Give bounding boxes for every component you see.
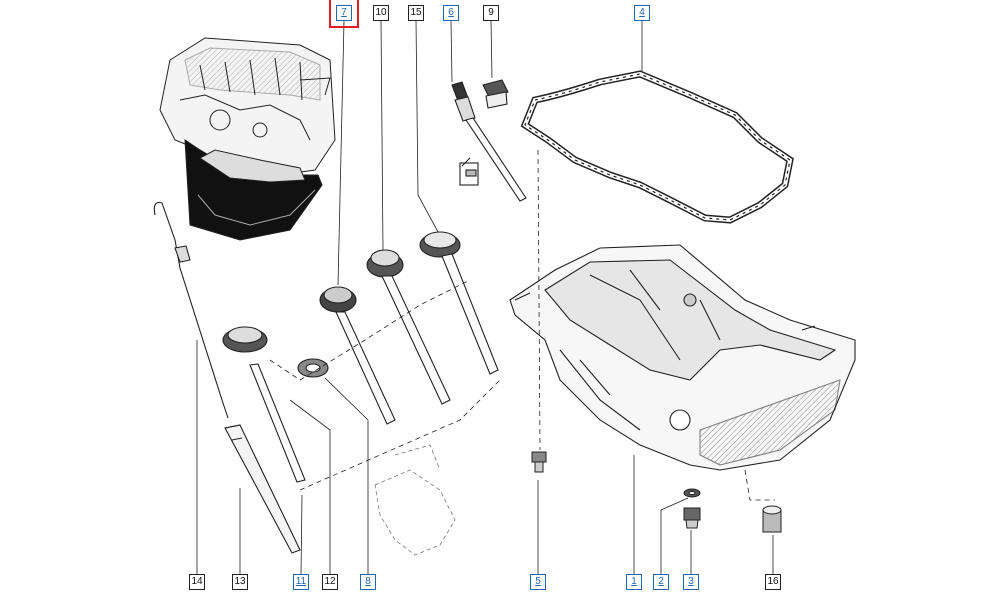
plug-icon bbox=[683, 507, 701, 529]
drain-plug-icon bbox=[482, 79, 509, 109]
callout-9: 9 bbox=[483, 5, 499, 21]
callout-3[interactable]: 3 bbox=[683, 574, 699, 590]
leader-lines bbox=[196, 20, 774, 576]
washer-icon bbox=[683, 488, 701, 498]
callout-7[interactable]: 7 bbox=[329, 0, 359, 28]
oil-filler-parts bbox=[222, 231, 499, 483]
spacer-icon bbox=[762, 505, 782, 533]
callout-14: 14 bbox=[189, 574, 205, 590]
assembly-lines bbox=[269, 149, 775, 501]
callout-6[interactable]: 6 bbox=[443, 5, 459, 21]
callout-1[interactable]: 1 bbox=[626, 574, 642, 590]
ghost-pipe-icon bbox=[374, 444, 456, 556]
bolt-icon bbox=[531, 451, 547, 473]
sensor-connector-icon bbox=[459, 157, 479, 186]
callout-2[interactable]: 2 bbox=[653, 574, 669, 590]
callout-13: 13 bbox=[232, 574, 248, 590]
callout-4[interactable]: 4 bbox=[634, 5, 650, 21]
callout-8[interactable]: 8 bbox=[360, 574, 376, 590]
callout-16: 16 bbox=[765, 574, 781, 590]
gasket-icon bbox=[520, 70, 794, 224]
callout-10: 10 bbox=[373, 5, 389, 21]
callout-15: 15 bbox=[408, 5, 424, 21]
callout-11[interactable]: 11 bbox=[293, 574, 309, 590]
engine-block-icon bbox=[159, 37, 336, 241]
dipstick-icon bbox=[153, 201, 301, 554]
oil-level-sensor-icon bbox=[451, 81, 527, 202]
oil-pan-icon bbox=[509, 244, 856, 471]
callout-5[interactable]: 5 bbox=[530, 574, 546, 590]
callout-12: 12 bbox=[322, 574, 338, 590]
